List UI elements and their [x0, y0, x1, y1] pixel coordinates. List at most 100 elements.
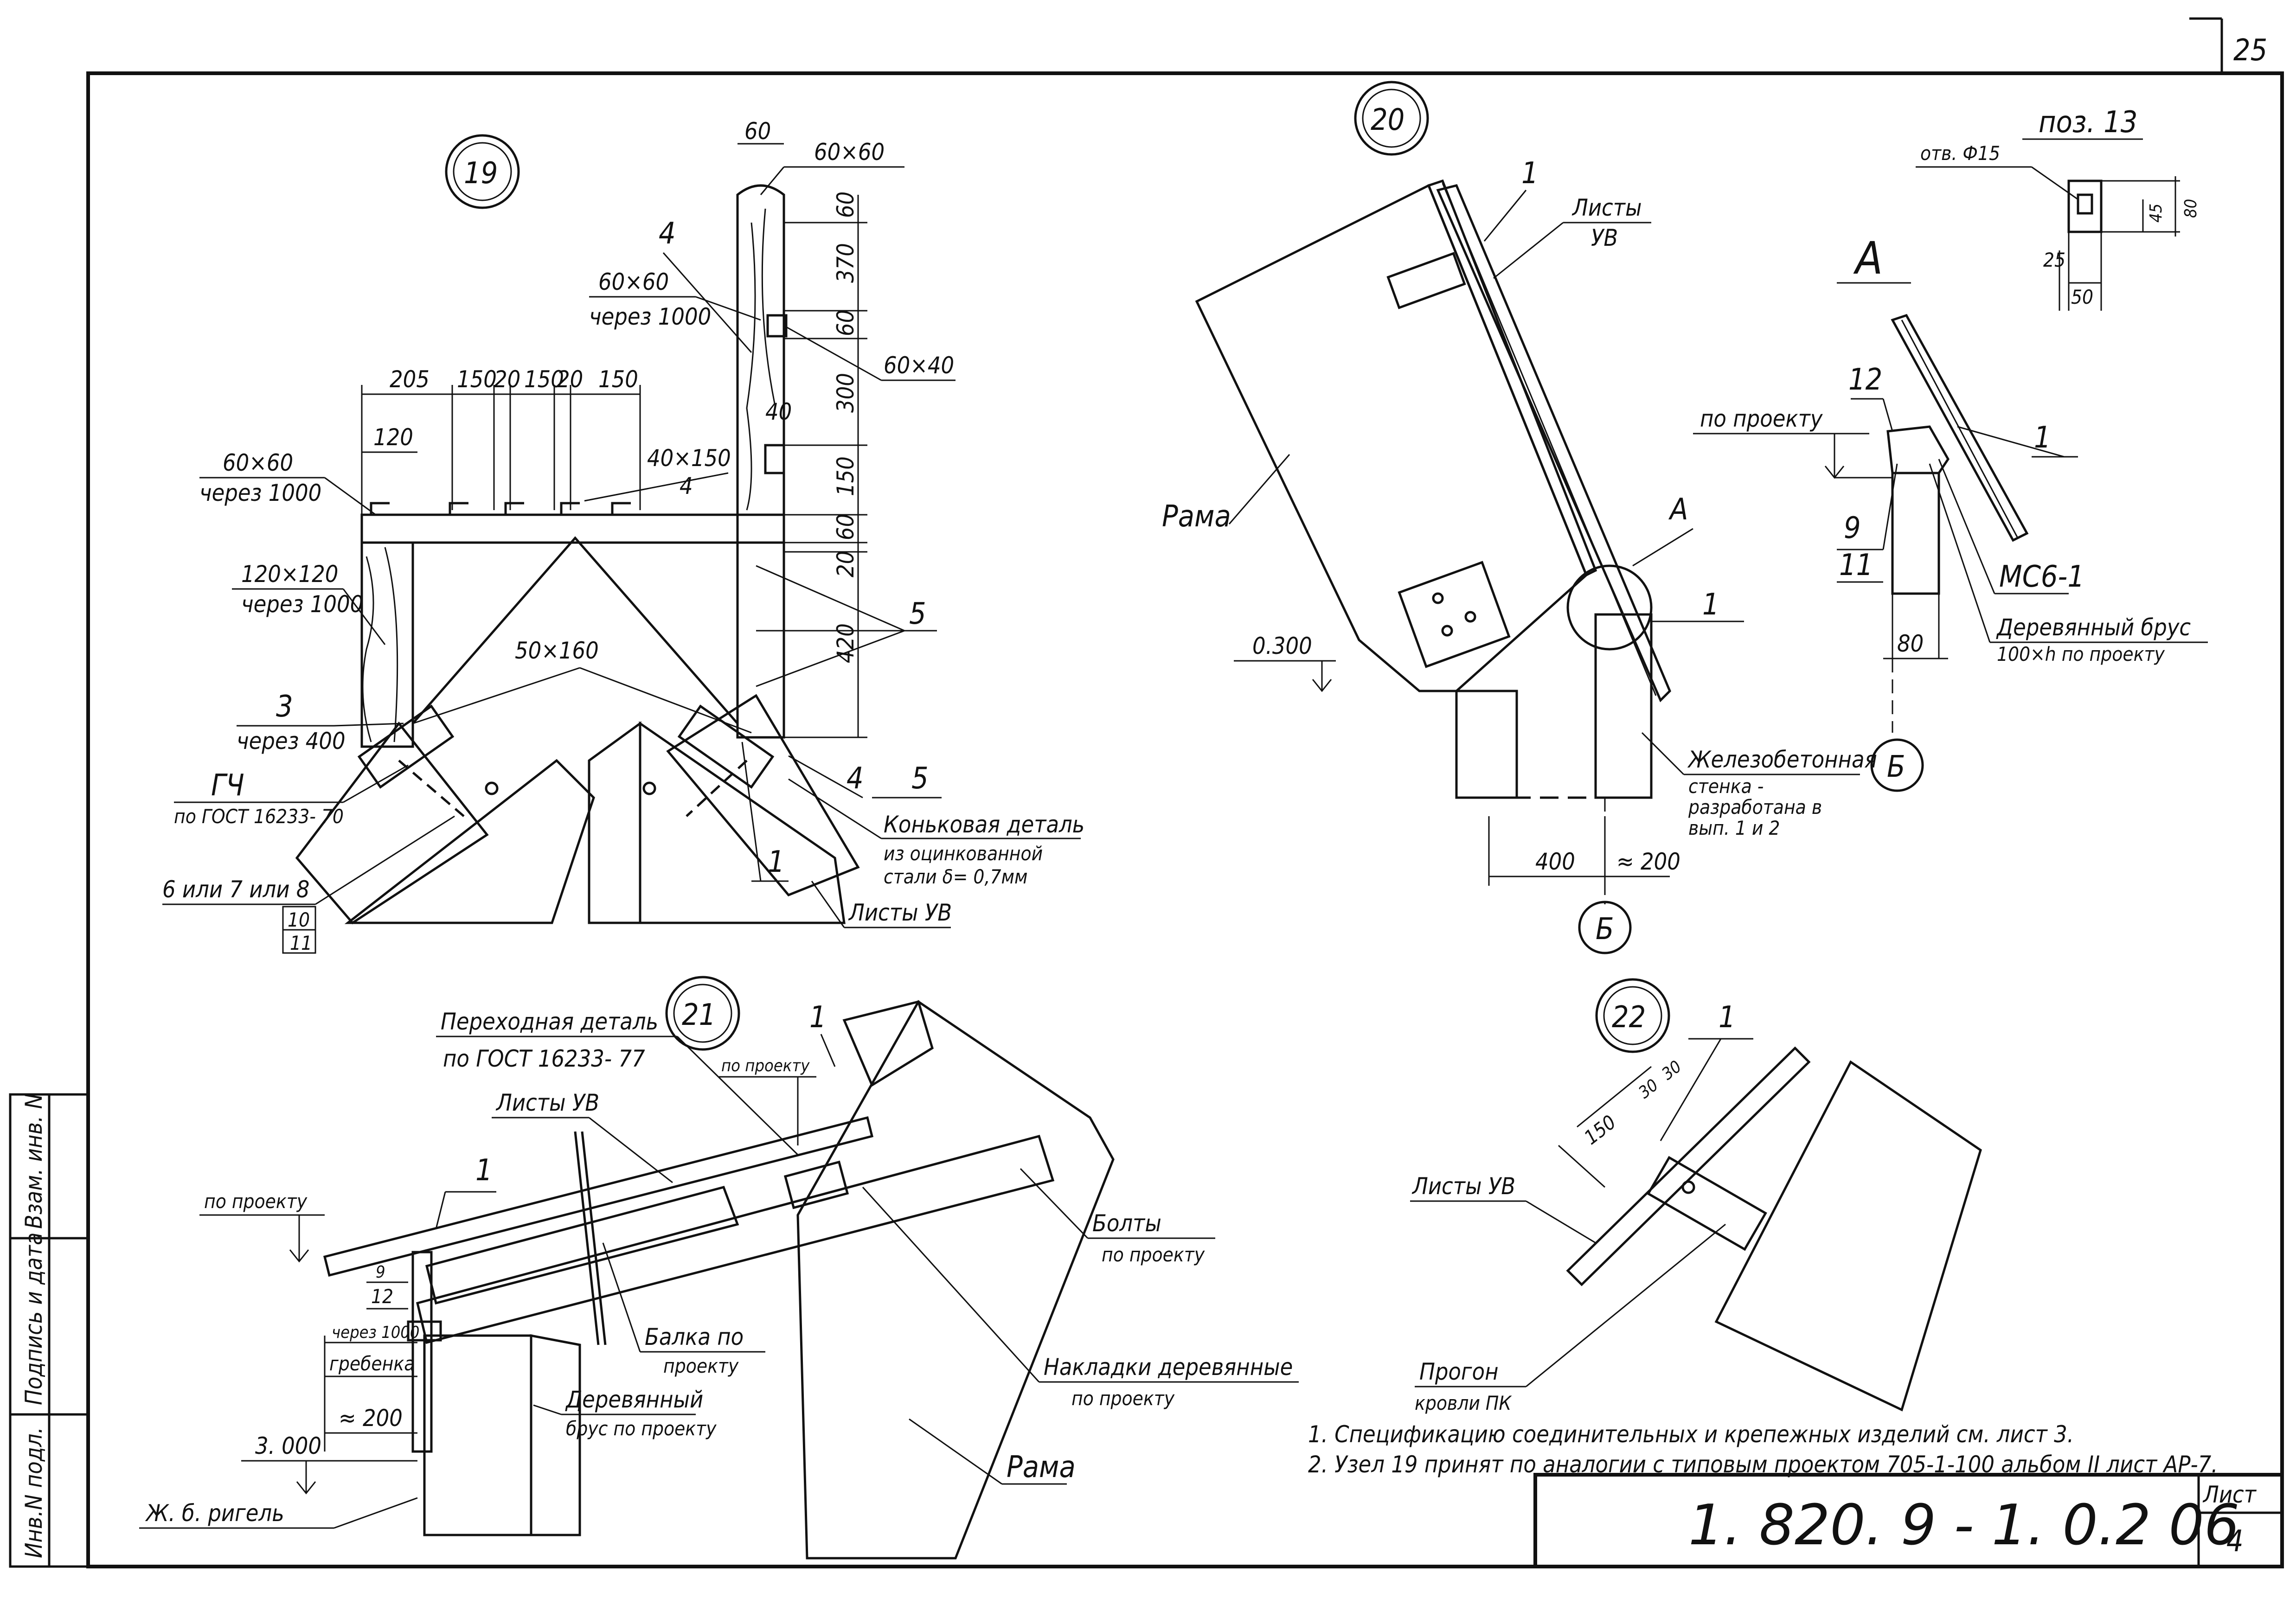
lbl-40: 40: [765, 398, 792, 425]
lbl-5-b: 5: [911, 761, 929, 796]
n20-lbl-wall-4: вып. 1 и 2: [1688, 817, 1780, 839]
dim-20-b: 20: [557, 366, 583, 393]
dim-r-60b: 60: [832, 310, 859, 336]
list-number: 4: [2226, 1524, 2244, 1559]
n21-lbl-level: 3. 000: [255, 1433, 321, 1459]
n20-lbl-level: 0.300: [1252, 633, 1312, 659]
lbl-3: 3: [276, 690, 293, 724]
n21-lbl-beam-1: Балка по: [645, 1324, 744, 1350]
detail-a-80: 80: [1897, 630, 1924, 657]
lbl-ridge-1: Коньковая деталь: [884, 811, 1084, 838]
detail-a-11: 11: [1839, 548, 1873, 582]
dim-r-60a: 60: [832, 192, 859, 218]
n21-lbl-by-project: по проекту: [204, 1190, 308, 1213]
n21-lbl-sheets-uv: Листы УВ: [495, 1089, 599, 1116]
stamp-inv-replace: Взам. инв. N: [20, 1094, 47, 1229]
detail-a-b: Б: [1887, 750, 1905, 784]
lbl-50x160: 50×160: [515, 637, 599, 664]
n20-lbl-wall-3: разработана в: [1688, 796, 1822, 819]
n22-lbl-30a: 30: [1635, 1075, 1662, 1102]
n21-lbl-1-left: 1: [475, 1153, 493, 1188]
n22-lbl-30b: 30: [1658, 1057, 1685, 1084]
n20-lbl-400: 400: [1535, 848, 1575, 875]
n21-lbl-pads-2: по проекту: [1071, 1387, 1175, 1410]
node-22: 22 1 150 30 30 Листы УВ Прогон кровли ПК: [1410, 978, 1982, 1414]
dim-r-370: 370: [832, 243, 859, 283]
sheet-designation: 1. 820. 9 - 1. 0.2 06: [1688, 1493, 2239, 1558]
lbl-40x150: 40×150: [647, 445, 731, 472]
lbl-4-mid: 4: [680, 473, 693, 499]
stamp-signature-date: Подпись и дата: [20, 1232, 47, 1405]
lbl-through-1000-a: через 1000: [589, 303, 711, 330]
n21-lbl-wood-2: брус по проекту: [566, 1417, 717, 1440]
n20-lbl-sheets-2: УВ: [1591, 224, 1618, 251]
n21-lbl-beam-2: проекту: [663, 1355, 739, 1377]
n22-lbl-purlin-2: кровли ПК: [1415, 1392, 1512, 1414]
detail-a: поз. 13 отв. Ф15 80 45 25 50 А 80 Б: [1693, 105, 2208, 792]
detail-a-12: 12: [1848, 363, 1882, 397]
node-22-id: 22: [1612, 1000, 1646, 1035]
node-20: 20 1 Листы УВ Рама А 1 0.300: [1162, 81, 1877, 954]
page-number: 25: [2233, 33, 2267, 68]
n21-lbl-crossbar: Ж. б. ригель: [145, 1500, 284, 1527]
lbl-10: 10: [288, 908, 310, 931]
sheet-frame: 25 1. 820. 9 - 1. 0.2 06 Лист 4 Инв.N по…: [9, 17, 2284, 1568]
n21-lbl-comb: гребенка: [329, 1352, 415, 1375]
detail-a-title: А: [1853, 232, 1883, 284]
detail-a-beam-2: 100×h по проекту: [1997, 643, 2165, 665]
n21-lbl-bolts-2: по проекту: [1102, 1243, 1205, 1266]
pos13-80: 80: [2181, 199, 2200, 218]
detail-a-beam-1: Деревянный брус: [1996, 614, 2191, 641]
lbl-6or7or8: 6 или 7 или 8: [162, 876, 309, 903]
n21-lbl-pads-1: Накладки деревянные: [1044, 1354, 1293, 1381]
n22-lbl-150: 150: [1580, 1111, 1620, 1149]
dim-r-300: 300: [832, 373, 859, 413]
n21-lbl-bolts-1: Болты: [1092, 1210, 1161, 1237]
n20-lbl-1-top: 1: [1521, 156, 1539, 191]
n21-lbl-by-project-small: по проекту: [721, 1056, 810, 1075]
dim-r-60c: 60: [832, 514, 859, 540]
n21-lbl-1-top: 1: [809, 1000, 827, 1035]
lbl-through-1000-b: через 1000: [241, 591, 363, 618]
dim-60-top: 60: [744, 118, 771, 145]
n20-lbl-sheets-1: Листы: [1571, 194, 1642, 221]
detail-a-by-project: по проекту: [1700, 405, 1823, 432]
n20-lbl-a: А: [1668, 492, 1688, 527]
lbl-through-1000-left: через 1000: [199, 480, 321, 506]
pos13-hole: отв. Ф15: [1920, 142, 2000, 165]
lbl-60x60-top: 60×60: [814, 139, 885, 166]
notes: 1. Спецификацию соединительных и крепежн…: [1308, 1421, 2218, 1478]
node-19-id: 19: [464, 156, 498, 191]
node-21: 21 Переходная деталь по ГОСТ 16233- 77 п…: [139, 976, 1299, 1560]
n20-lbl-frame: Рама: [1162, 499, 1231, 534]
pos13-title: поз. 13: [2039, 105, 2137, 140]
n21-lbl-trans-1: Переходная деталь: [441, 1008, 658, 1035]
lbl-gost-16233-70: по ГОСТ 16233- 70: [174, 805, 344, 828]
lbl-gch: ГЧ: [211, 768, 244, 803]
node-20-id: 20: [1371, 103, 1405, 137]
lbl-through-400: через 400: [237, 728, 346, 755]
n20-lbl-b: Б: [1596, 912, 1614, 947]
lbl-5-a: 5: [909, 597, 926, 631]
dim-120: 120: [373, 424, 413, 451]
detail-a-mcb: МС6-1: [1999, 560, 2084, 594]
dim-r-20: 20: [832, 551, 859, 577]
n22-lbl-sheets-uv: Листы УВ: [1411, 1173, 1515, 1200]
n21-lbl-trans-2: по ГОСТ 16233- 77: [443, 1045, 645, 1072]
note-2: 2. Узел 19 принят по аналогии с типовым …: [1308, 1451, 2218, 1478]
lbl-4-top: 4: [659, 217, 676, 251]
lbl-ridge-3: стали δ= 0,7мм: [884, 865, 1028, 888]
n20-lbl-200: ≈ 200: [1616, 848, 1680, 875]
n21-lbl-9: 9: [376, 1263, 385, 1282]
pos13-25: 25: [2043, 249, 2065, 271]
n21-lbl-through-1000: через 1000: [332, 1323, 420, 1342]
n20-lbl-wall-2: стенка -: [1688, 775, 1764, 798]
node-19: 19: [162, 118, 1084, 954]
lbl-60x60-left: 60×60: [223, 449, 293, 476]
lbl-120x120: 120×120: [241, 561, 338, 588]
n22-lbl-purlin-1: Прогон: [1419, 1358, 1498, 1385]
detail-a-1: 1: [2034, 421, 2051, 455]
n21-lbl-wood-1: Деревянный: [565, 1386, 703, 1413]
lbl-11: 11: [290, 932, 312, 954]
